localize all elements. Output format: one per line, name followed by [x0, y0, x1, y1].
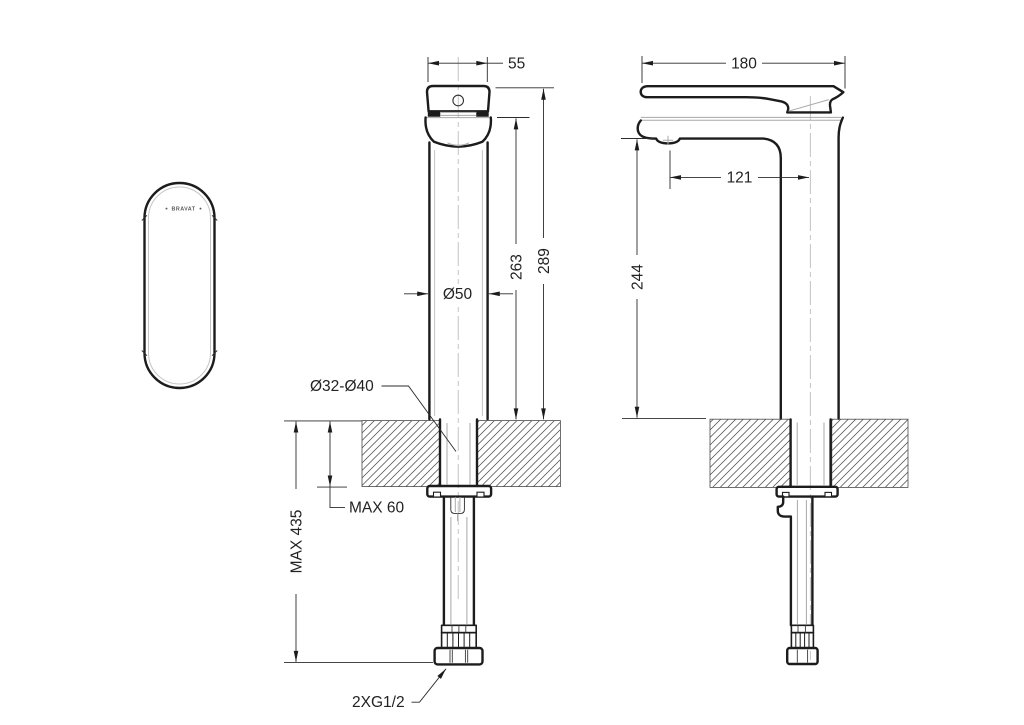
dim-overall-height: 289: [536, 248, 553, 274]
side-handle-outline: [639, 85, 845, 114]
dim-spout-reach: 121: [727, 170, 753, 187]
plate-inner-line: [148, 186, 211, 385]
inlet-thread-leader: [411, 668, 447, 703]
shank-thread-lines: [446, 423, 471, 485]
fitting-ribs: [446, 632, 471, 648]
side-hex-nut: [786, 646, 819, 666]
collar-dividers: [451, 625, 467, 633]
label-mount-hole: Ø32-Ø40: [310, 378, 374, 395]
aerator-cross: [663, 135, 673, 145]
tailpiece: [450, 496, 465, 514]
hex-nut-facets: [449, 649, 469, 663]
side-fitting-ribs-body: [790, 631, 815, 649]
column-outline: [428, 141, 489, 421]
front-handle-outline: [425, 84, 491, 113]
tailpiece-detail: [454, 497, 461, 521]
handle-pivot-wedge: [788, 99, 829, 112]
side-hose-inner: [796, 500, 807, 624]
spout-outline: [636, 119, 782, 420]
side-shank-outline: [789, 418, 832, 488]
handle-skirt: [427, 110, 489, 117]
dim-spout-width: 55: [508, 55, 525, 72]
tangent-ticks: [141, 214, 218, 357]
dim-d50-mask: [436, 284, 479, 304]
side-shank-thread: [796, 422, 825, 485]
counter-hatch-left: [361, 420, 440, 488]
handle-button-circle: [452, 94, 465, 107]
side-fitting-ribs: [795, 632, 810, 648]
logo-dot-left: [165, 207, 168, 210]
dim-55-ext-lines: [427, 57, 488, 82]
head-outline: [424, 116, 493, 148]
flange-notch-right: [476, 491, 485, 498]
hex-nut: [433, 646, 484, 666]
side-collar-dividers: [797, 625, 806, 633]
dim-spout-height: 244: [629, 264, 646, 290]
hose-inner-lines: [450, 517, 468, 624]
column-highlight-lines: [434, 150, 483, 416]
dim-180-ext-lines: [641, 56, 846, 89]
front-view: 55 Ø50 263 289 Ø32-Ø40 MAX 60 MAX 435 2X…: [284, 55, 561, 711]
side-view: 180 121 244: [621, 55, 909, 666]
flange-notch-left: [432, 491, 442, 498]
handle-skirt-gap-lines: [440, 111, 477, 116]
counter-hatch-right-side: [831, 418, 909, 488]
column-back-outline: [837, 116, 844, 420]
dim-install-length: MAX 435: [288, 510, 305, 574]
counter-hatch-right: [476, 420, 561, 488]
aerator-front: [447, 142, 470, 147]
side-flange-notch-left: [781, 491, 790, 498]
side-flange-notch-right: [824, 491, 833, 498]
mounting-flange: [426, 484, 493, 498]
handle-plate-view: BRAVAT: [141, 181, 218, 390]
side-hose-outline: [789, 495, 814, 627]
counter-hatch-left-side: [709, 418, 791, 488]
dim-spout-base-height: 263: [508, 254, 525, 280]
mount-hole-leader: [381, 385, 457, 452]
brand-logo: BRAVAT: [172, 207, 196, 213]
side-hex-nut-facets: [796, 649, 809, 663]
shank-outline: [438, 418, 479, 488]
dim-deck-thickness: MAX 60: [349, 499, 405, 516]
side-mounting-flange: [775, 485, 839, 498]
hose-outline: [442, 495, 476, 627]
logo-dot-right: [199, 207, 202, 210]
side-fitting-collar: [790, 624, 815, 634]
body-top-edge: [640, 116, 841, 121]
dim-max60-elbow: [329, 486, 345, 509]
label-inlet-thread: 2XG1/2: [352, 694, 405, 711]
plate-outline: [143, 181, 216, 390]
dim-column-diameter: Ø50: [443, 286, 473, 303]
side-step-detail: [776, 495, 792, 518]
dim-overall-depth: 180: [731, 55, 757, 72]
